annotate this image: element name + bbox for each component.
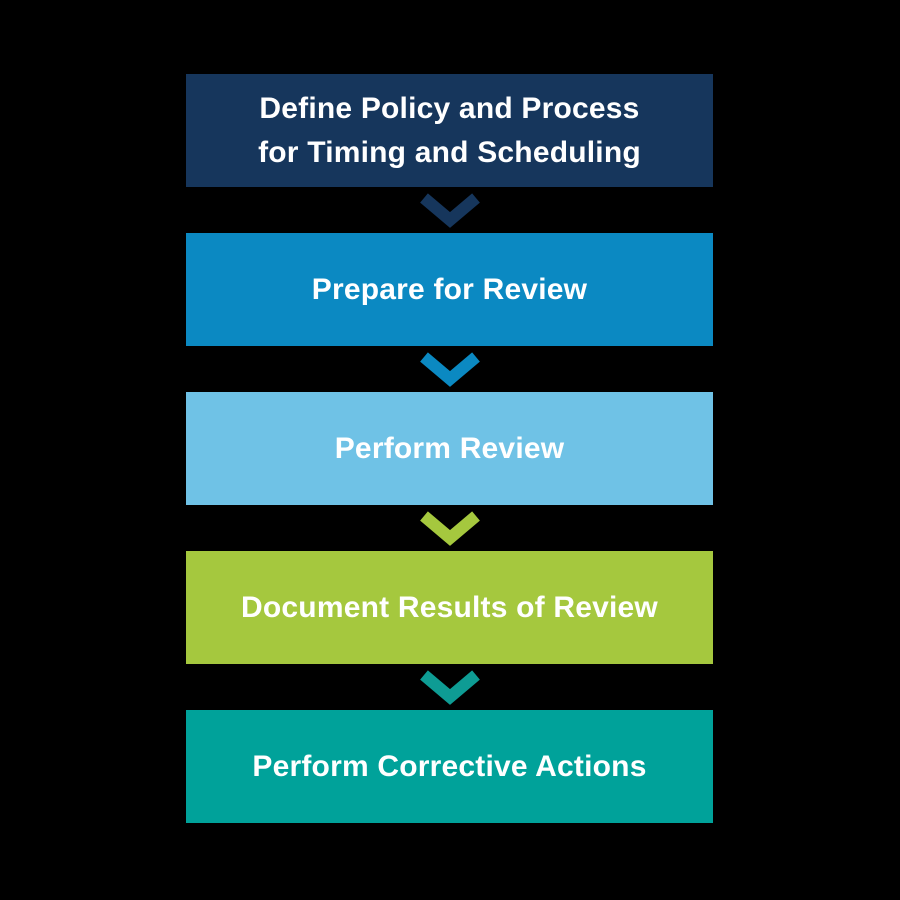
step-perform-review: Perform Review (186, 392, 713, 505)
step-prepare-for-review: Prepare for Review (186, 233, 713, 346)
review-process-flowchart: Define Policy and Process for Timing and… (186, 74, 713, 823)
connector-4 (186, 664, 713, 710)
chevron-down-icon (419, 193, 480, 228)
chevron-down-icon (419, 352, 480, 387)
step-perform-corrective-actions: Perform Corrective Actions (186, 710, 713, 823)
step-define-policy-and-process: Define Policy and Process for Timing and… (186, 74, 713, 187)
chevron-down-icon (419, 511, 480, 546)
step-document-results-of-review: Document Results of Review (186, 551, 713, 664)
connector-3 (186, 505, 713, 551)
connector-2 (186, 346, 713, 392)
chevron-down-icon (419, 670, 480, 705)
connector-1 (186, 187, 713, 233)
